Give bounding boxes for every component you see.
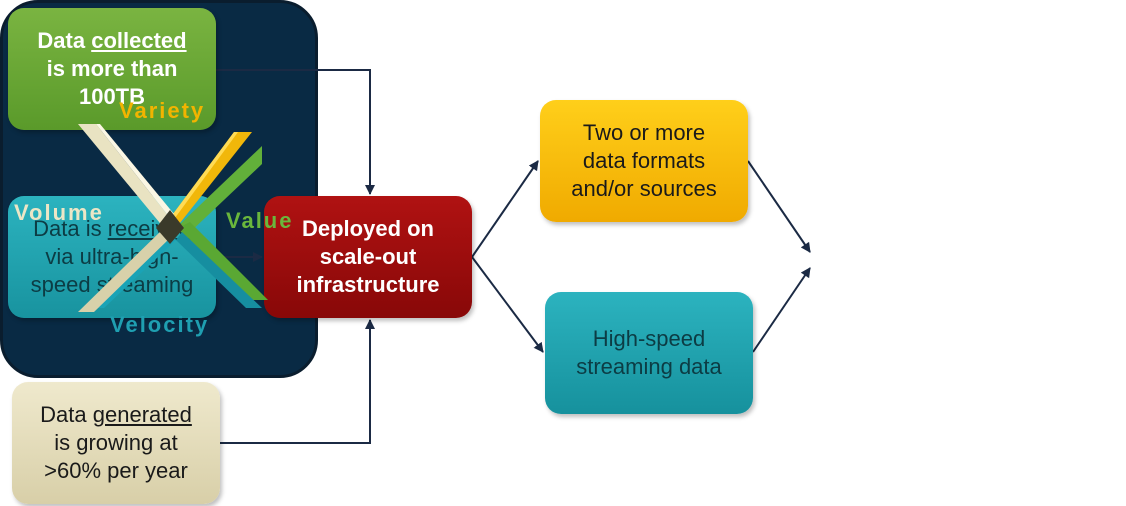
data-collected-box: Data collected is more than 100TB: [8, 8, 216, 130]
value-arm: [176, 146, 262, 236]
data-generated-box: Data generated is growing at >60% per ye…: [12, 382, 220, 504]
velocity-label: Velocity: [110, 312, 210, 337]
collected-line3: 100TB: [78, 84, 146, 109]
generated-line3: >60% per year: [44, 458, 188, 483]
arrow-deployed-to-formats: [471, 160, 539, 258]
formats-line3: and/or sources: [571, 176, 717, 201]
collected-line2: is more than: [46, 56, 178, 81]
arrow-formats-to-bigdata: [747, 160, 811, 253]
big-data-technology-panel: Big Data Technology Variety Volume Value…: [0, 0, 632, 378]
deployed-line3: infrastructure: [296, 272, 440, 297]
arrow-generated-to-deployed: [220, 319, 375, 444]
variety-label: Variety: [119, 98, 206, 123]
variety-arm: [170, 132, 252, 228]
volume-label: Volume: [14, 200, 104, 225]
streaming-data-box: High-speed streaming data: [545, 292, 753, 414]
generated-line2: is growing at: [54, 430, 178, 455]
deployed-line2: scale-out: [319, 244, 417, 269]
formats-line1: Two or more: [582, 120, 706, 145]
deployed-infrastructure-box: Deployed on scale-out infrastructure: [264, 196, 472, 318]
arrow-collected-to-deployed: [216, 69, 375, 195]
volume-arm: [78, 124, 170, 228]
collected-line1: Data collected: [37, 28, 187, 53]
generated-line1: Data generated: [40, 402, 192, 427]
four-v-cross-icon: [78, 124, 268, 312]
formats-line2: data formats: [582, 148, 706, 173]
data-formats-box: Two or more data formats and/or sources: [540, 100, 748, 222]
big-data-title: Big Data Technology: [492, 21, 634, 74]
arrow-deployed-to-streaming: [471, 256, 544, 353]
arrow-streaming-to-bigdata: [752, 267, 811, 353]
streaming-line1: High-speed: [592, 326, 706, 351]
streaming-line2: streaming data: [576, 354, 722, 379]
deployed-line1: Deployed on: [301, 216, 434, 241]
value-label: Value: [226, 208, 294, 233]
